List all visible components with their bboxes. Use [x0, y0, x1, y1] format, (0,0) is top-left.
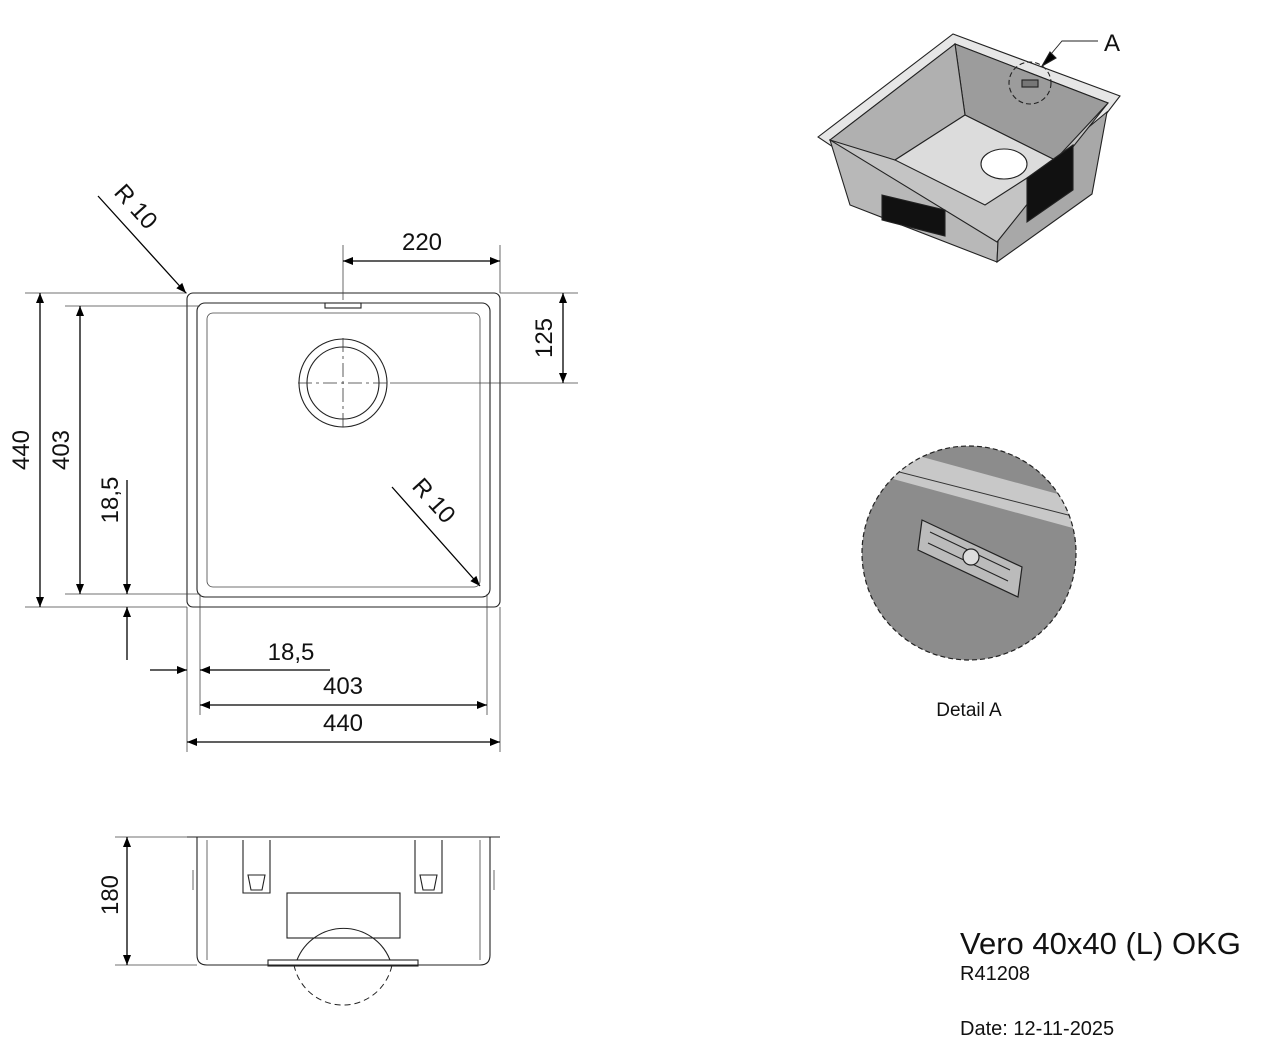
side-inner-lines	[192, 840, 495, 960]
extension-lines	[25, 245, 578, 752]
drain-centerline	[298, 338, 388, 428]
iso-label-left	[881, 194, 946, 237]
radius-inner-label: R 10	[407, 473, 461, 529]
dim-depth: 180	[97, 875, 124, 915]
side-drain-top	[296, 927, 391, 961]
detail-screw	[962, 548, 980, 566]
dim-outer-height: 440	[8, 430, 35, 470]
drawing-date: Date: 12-11-2025	[960, 1018, 1115, 1040]
side-bowl	[196, 837, 491, 966]
side-label-plate	[286, 892, 401, 939]
side-drain-hidden	[293, 964, 393, 1006]
dim-rim-bottom: 18,5	[268, 639, 315, 666]
product-name: Vero 40x40 (L) OKG	[960, 926, 1241, 961]
side-clip-left	[242, 840, 271, 894]
iso-drain	[980, 148, 1028, 180]
detail-rim	[862, 446, 1076, 530]
side-clip-right	[414, 840, 443, 894]
plan-view: 220 125 440 403 18,5 18,5 403 440 R 10 R…	[8, 179, 578, 752]
dim-inner-width: 403	[323, 673, 363, 700]
iso-detail-circle	[1008, 61, 1052, 105]
iso-detail-marker: A	[1104, 30, 1120, 57]
detail-a-view	[861, 445, 1077, 661]
side-drain-flange	[267, 959, 419, 967]
dim-inner-height: 403	[48, 430, 75, 470]
iso-detail-arrow	[1040, 51, 1057, 68]
iso-view	[817, 33, 1121, 264]
product-code: R41208	[960, 963, 1031, 985]
iso-label-right	[1026, 143, 1074, 224]
radius-outer-leader	[97, 195, 187, 294]
dim-drain-y: 125	[531, 318, 558, 358]
dim-outer-width: 440	[323, 710, 363, 737]
radius-inner-leader	[391, 486, 481, 587]
dim-rim-left: 18,5	[97, 477, 124, 524]
overflow-slot	[324, 302, 362, 309]
sink-bowl-bottom	[206, 312, 481, 588]
detail-circle-border	[861, 445, 1077, 661]
dim-drain-x: 220	[402, 229, 442, 256]
sink-outer-rim	[186, 292, 501, 608]
iso-overflow	[1021, 79, 1039, 88]
detail-label: Detail A	[936, 700, 1002, 721]
radius-outer-label: R 10	[109, 179, 163, 235]
side-view: 180	[97, 836, 500, 1006]
